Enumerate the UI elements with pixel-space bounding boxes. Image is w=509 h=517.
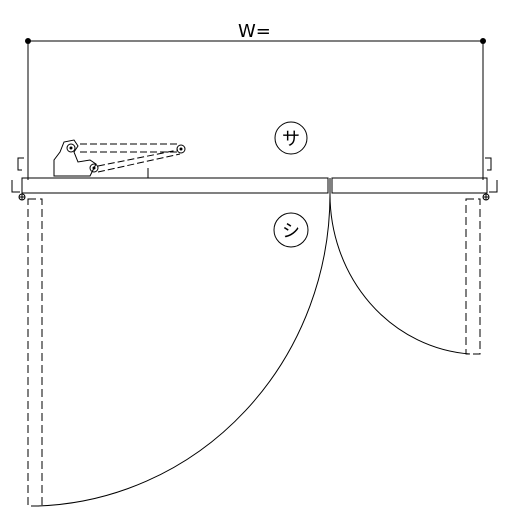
left-door-leaf — [21, 177, 329, 194]
right-door-leaf — [331, 177, 488, 194]
width-dimension: W= — [25, 21, 486, 180]
frame-brackets — [11, 157, 498, 193]
dimension-label: W= — [238, 21, 271, 42]
door-closer-icon — [53, 139, 186, 178]
left-door-open-position — [27, 198, 43, 507]
hinge-icon — [482, 193, 490, 201]
side-mark-push-label: サ — [282, 129, 300, 150]
dimension-dot-icon — [25, 38, 31, 44]
side-mark-push: サ — [274, 121, 308, 155]
door-leaves-closed — [21, 177, 488, 194]
right-door-open-position — [465, 198, 481, 355]
hinge-icon — [18, 193, 26, 201]
dimension-dot-icon — [480, 38, 486, 44]
left-door-swing-arc — [37, 192, 331, 507]
side-mark-pull-label: シ — [282, 221, 300, 242]
right-door-swing-arc — [329, 192, 471, 355]
side-mark-pull: シ — [273, 212, 309, 248]
